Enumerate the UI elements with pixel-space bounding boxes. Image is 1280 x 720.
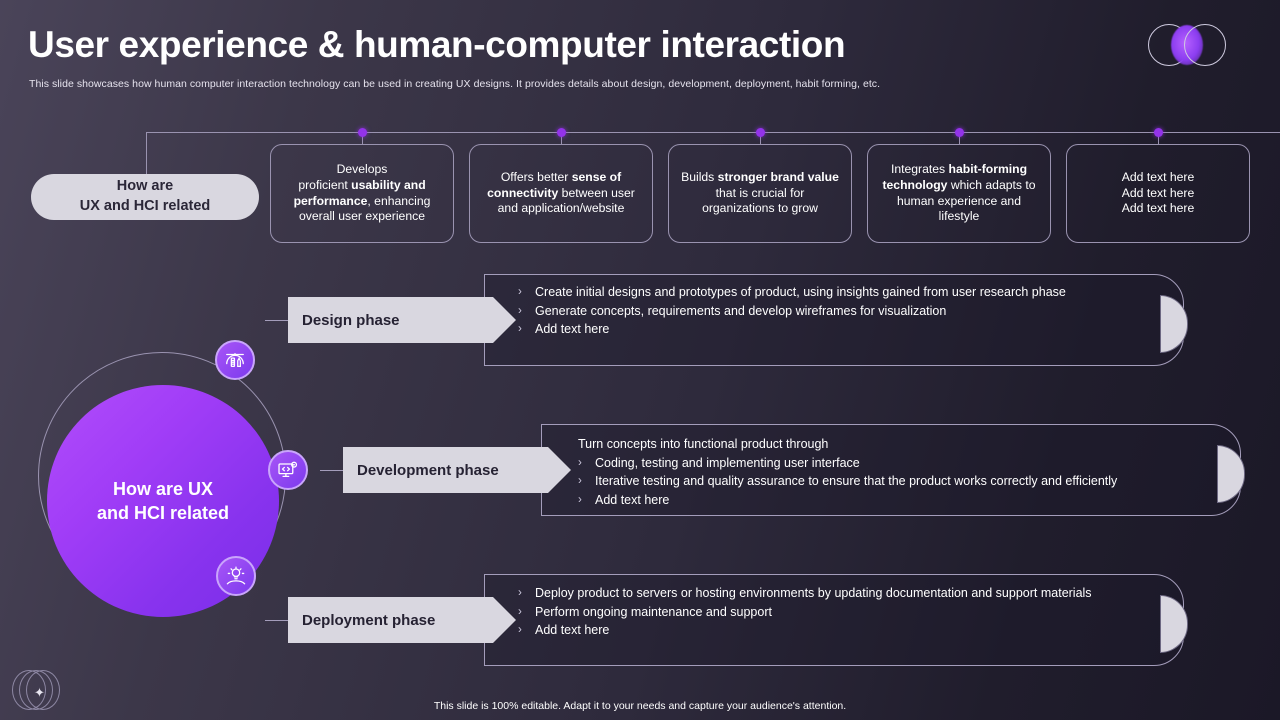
deployment-phase-connector bbox=[265, 620, 290, 621]
bullet-item: › Perform ongoing maintenance and suppor… bbox=[518, 604, 1158, 622]
chevron-right-icon: › bbox=[518, 304, 522, 317]
bullet-text: Add text here bbox=[535, 322, 610, 336]
rail-drop-3 bbox=[760, 132, 761, 144]
pill-line-1: How are bbox=[116, 178, 174, 195]
logo-ellipse-3 bbox=[26, 670, 60, 710]
development-phase-lead: Turn concepts into functional product th… bbox=[578, 437, 829, 451]
center-line-1: How are UX bbox=[112, 478, 214, 499]
deployment-phase-label: Deployment phase bbox=[302, 611, 436, 629]
development-phase-bullets: Turn concepts into functional product th… bbox=[578, 436, 1218, 510]
chevron-right-icon: › bbox=[578, 475, 582, 487]
center-line-2: and HCI related bbox=[96, 503, 230, 523]
decor-ring-right bbox=[1184, 24, 1226, 66]
design-phase-label: Design phase bbox=[302, 311, 400, 329]
design-ruler-pen-icon[interactable] bbox=[215, 340, 255, 380]
rail-drop-1 bbox=[362, 132, 363, 144]
rail-drop-2 bbox=[561, 132, 562, 144]
code-monitor-gear-icon[interactable] bbox=[268, 450, 308, 490]
bullet-item: › Generate concepts, requirements and de… bbox=[518, 303, 1158, 321]
bullet-item: › Create initial designs and prototypes … bbox=[518, 284, 1158, 302]
bullet-item: › Add text here bbox=[518, 321, 1158, 339]
bullet-text: Iterative testing and quality assurance … bbox=[595, 474, 1118, 488]
page-title: User experience & human-computer interac… bbox=[28, 24, 846, 65]
bullet-text: Coding, testing and implementing user in… bbox=[595, 455, 860, 470]
bullet-item: › Coding, testing and implementing user … bbox=[578, 455, 1218, 473]
bullet-text: Perform ongoing maintenance and support bbox=[535, 604, 772, 619]
top-card-habit-forming-text: Integrates habit-forming technology whic… bbox=[882, 161, 1036, 224]
header-decoration bbox=[1148, 24, 1226, 66]
design-phase-tag[interactable]: Design phase bbox=[288, 297, 516, 343]
bullet-item: › Iterative testing and quality assuranc… bbox=[578, 473, 1218, 491]
top-card-connectivity[interactable]: Offers better sense of connectivity betw… bbox=[469, 144, 653, 243]
chevron-right-icon: › bbox=[518, 323, 522, 335]
chevron-right-icon: › bbox=[518, 286, 522, 298]
top-card-brand-value-text: Builds stronger brand value that is cruc… bbox=[681, 169, 839, 216]
chevron-right-icon: › bbox=[518, 587, 522, 599]
design-phase-connector bbox=[265, 320, 290, 321]
rail-drop-4 bbox=[959, 132, 960, 144]
development-phase-connector bbox=[320, 470, 345, 471]
slide-logo: ✦ bbox=[12, 668, 66, 712]
development-phase-tag[interactable]: Development phase bbox=[343, 447, 571, 493]
pill-line-2: UX and HCI related bbox=[79, 198, 211, 214]
design-phase-box bbox=[484, 274, 1184, 366]
hand-lightbulb-icon[interactable] bbox=[216, 556, 256, 596]
rail-dot-4 bbox=[955, 128, 964, 137]
bullet-text: Add text here bbox=[535, 623, 610, 637]
bullet-text: Deploy product to servers or hosting env… bbox=[535, 586, 1092, 600]
footer-note: This slide is 100% editable. Adapt it to… bbox=[433, 700, 847, 712]
bullet-item: › Add text here bbox=[518, 622, 1158, 640]
development-phase-box bbox=[541, 424, 1241, 516]
bullet-text: Generate concepts, requirements and deve… bbox=[535, 303, 947, 318]
bullet-text: Create initial designs and prototypes of… bbox=[535, 285, 1066, 299]
slide-header: User experience & human-computer interac… bbox=[0, 0, 1280, 100]
chevron-right-icon: › bbox=[578, 456, 582, 469]
connector-rail bbox=[146, 132, 1280, 133]
rail-dot-3 bbox=[756, 128, 765, 137]
deployment-phase-tag[interactable]: Deployment phase bbox=[288, 597, 516, 643]
bullet-text: Add text here bbox=[595, 492, 670, 507]
page-subtitle: This slide showcases how human computer … bbox=[29, 78, 881, 90]
design-phase-bullets: › Create initial designs and prototypes … bbox=[518, 284, 1158, 340]
rail-dot-2 bbox=[557, 128, 566, 137]
rail-drop-5 bbox=[1158, 132, 1159, 144]
chevron-right-icon: › bbox=[518, 624, 522, 636]
how-are-ux-hci-pill[interactable]: How are UX and HCI related bbox=[31, 174, 259, 220]
logo-star-icon: ✦ bbox=[34, 685, 45, 700]
rail-drop-pill bbox=[146, 132, 147, 174]
top-card-brand-value[interactable]: Builds stronger brand value that is cruc… bbox=[668, 144, 852, 243]
bullet-item: › Deploy product to servers or hosting e… bbox=[518, 585, 1158, 603]
top-card-connectivity-text: Offers better sense of connectivity betw… bbox=[487, 169, 635, 216]
bullet-item: › Add text here bbox=[578, 492, 1218, 510]
development-phase-label: Development phase bbox=[357, 461, 499, 479]
top-card-habit-forming[interactable]: Integrates habit-forming technology whic… bbox=[867, 144, 1051, 243]
rail-dot-5 bbox=[1154, 128, 1163, 137]
chevron-right-icon: › bbox=[518, 605, 522, 618]
rail-dot-1 bbox=[358, 128, 367, 137]
deployment-phase-bullets: › Deploy product to servers or hosting e… bbox=[518, 585, 1158, 641]
chevron-right-icon: › bbox=[578, 493, 582, 506]
